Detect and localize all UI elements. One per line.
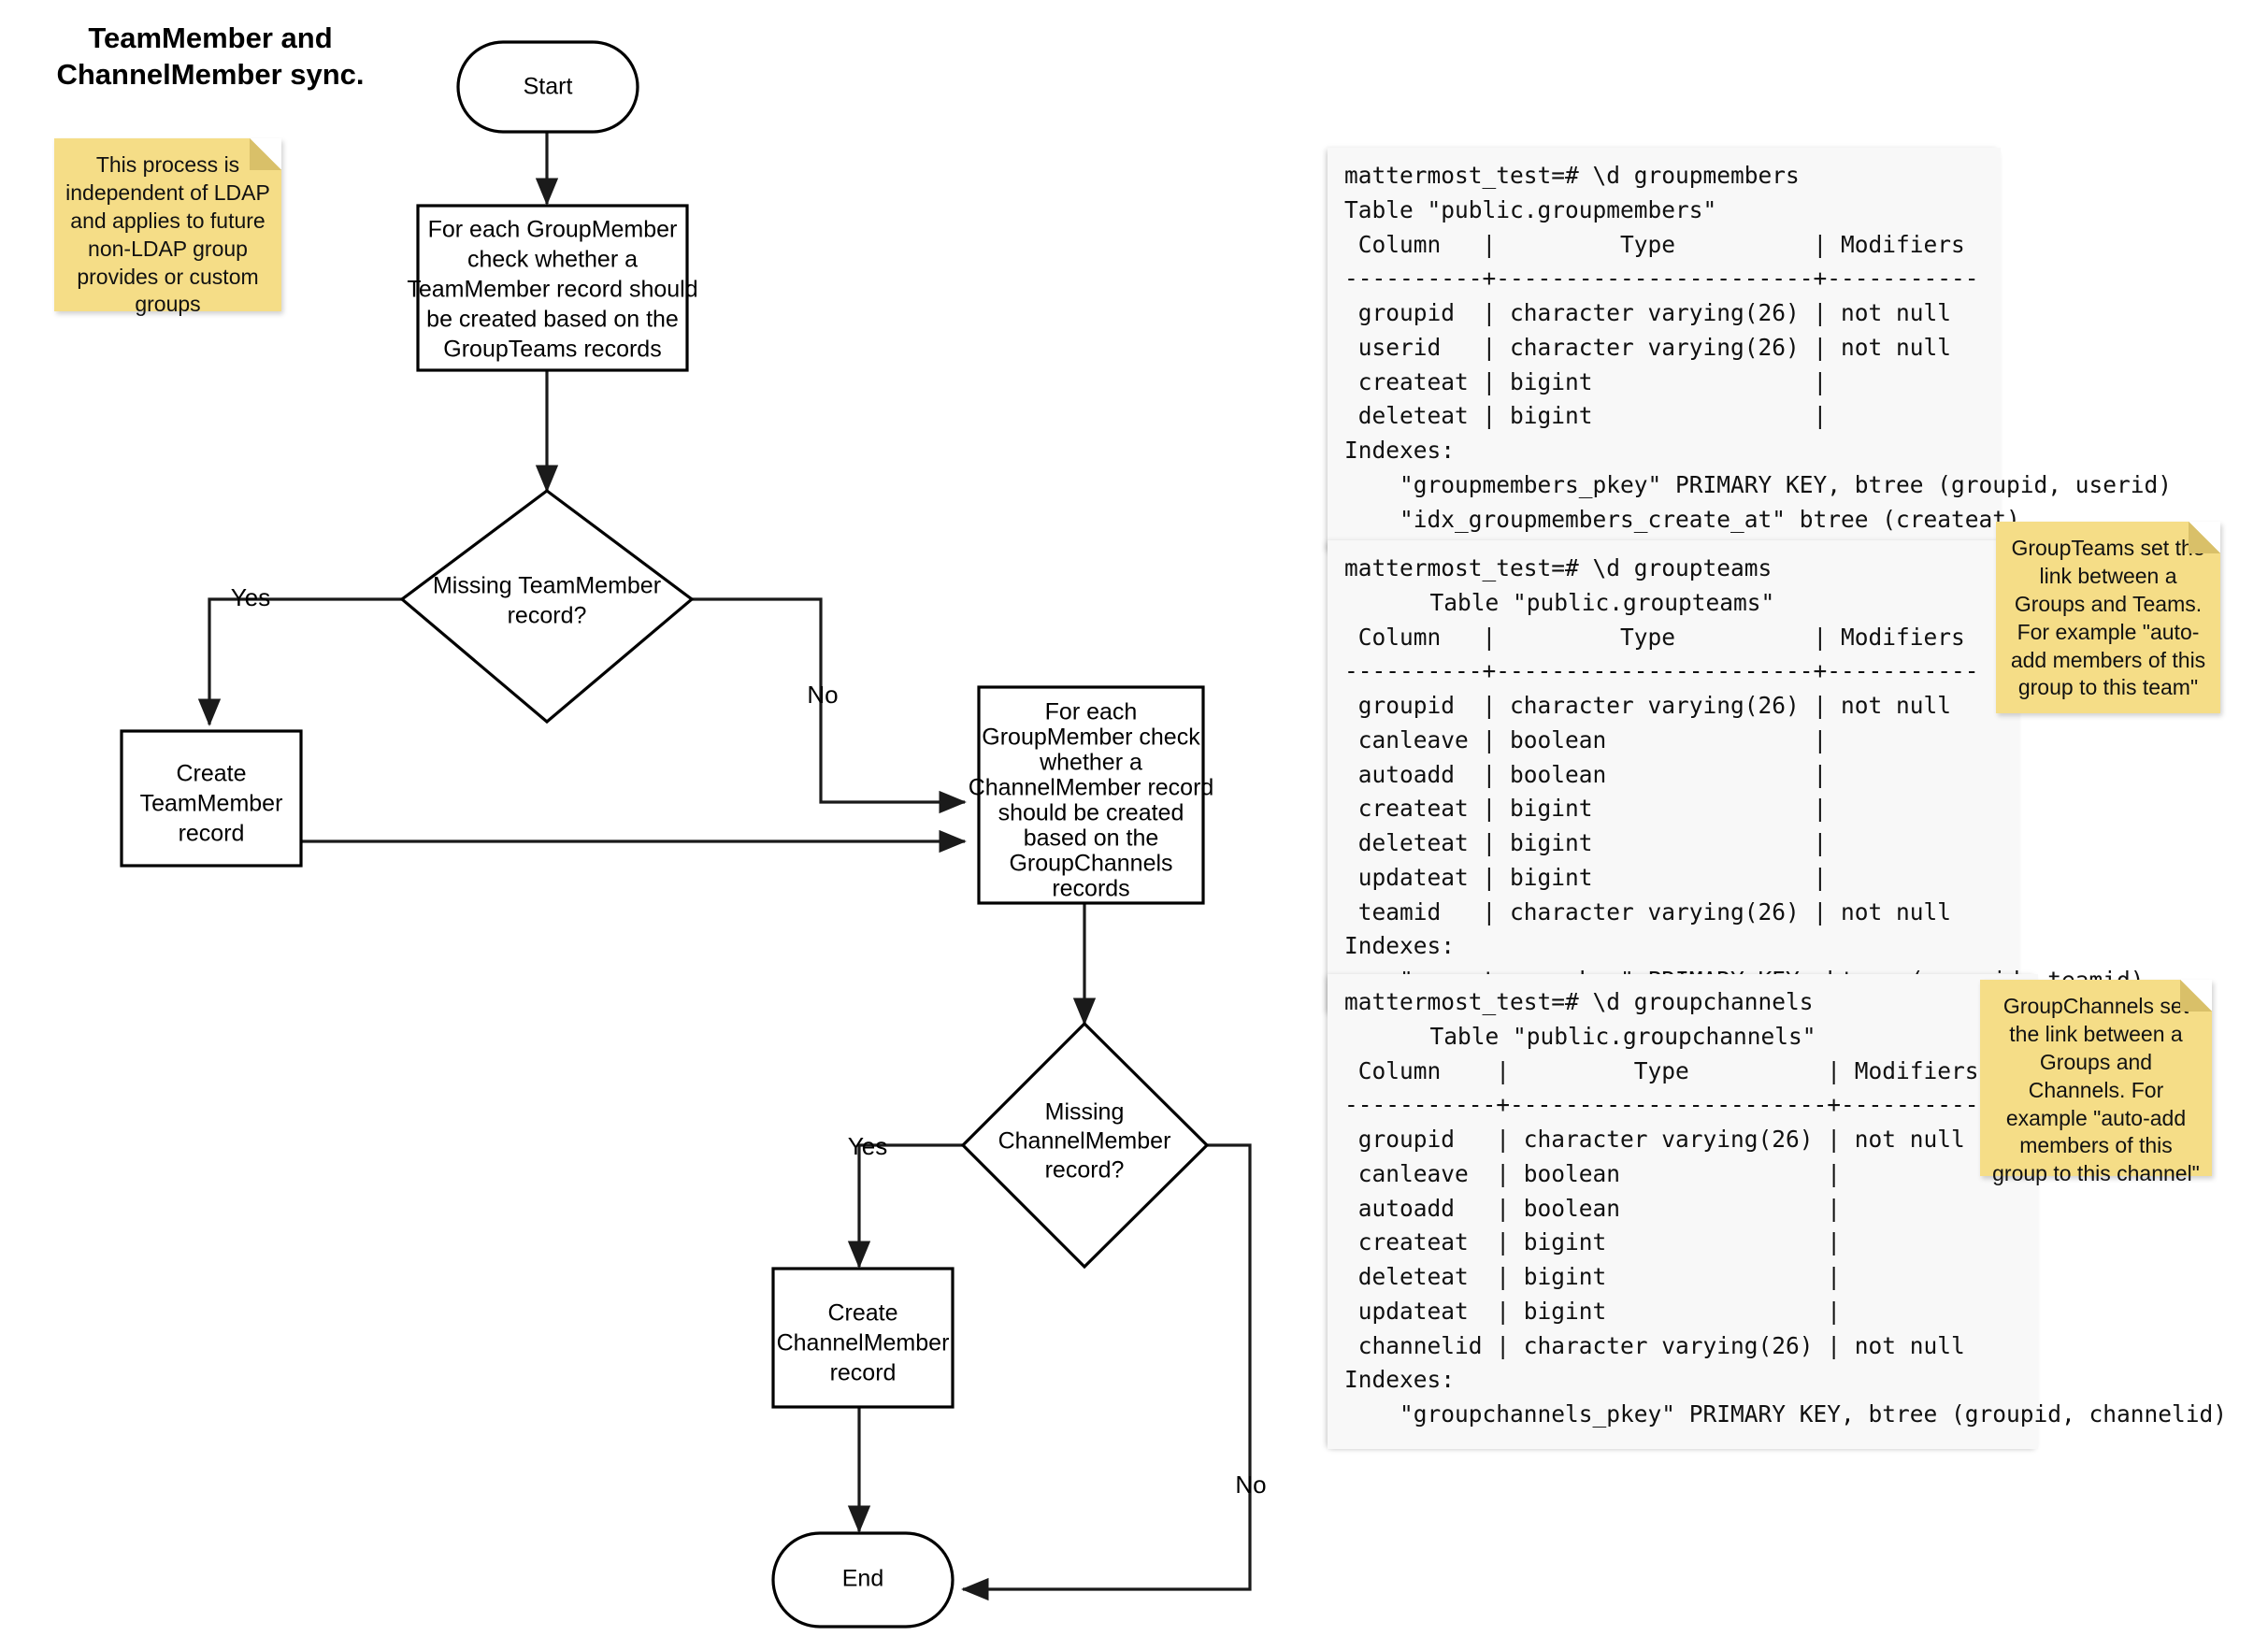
edge-decision1-no: [692, 597, 967, 814]
node-decision-channelmember-line-0: Missing: [1045, 1099, 1125, 1126]
node-process-channelmember[interactable]: [977, 685, 1205, 905]
terminal-rule-groupmembers: ----------+-----------------------+-----…: [1344, 265, 1979, 293]
edge-label-decision2-yes: Yes: [848, 1132, 887, 1160]
sticky-note-groupteams-text: GroupTeams set the link between a Groups…: [2010, 536, 2206, 700]
terminal-row: deleteat | bigint |: [1344, 829, 1828, 856]
diagram-title-line-1: TeamMember and: [88, 22, 333, 54]
terminal-row: channelid | character varying(26) | not …: [1344, 1331, 1965, 1359]
terminal-row: createat | bigint |: [1344, 1228, 1842, 1256]
terminal-row: updateat | bigint |: [1344, 863, 1828, 891]
terminal-prompt-groupmembers: mattermost_test=# \d groupmembers: [1344, 162, 1800, 189]
node-process-channelmember-line-6: GroupChannels: [1009, 851, 1172, 877]
node-process-teammember-line-2: TeamMember record should: [407, 277, 697, 303]
node-decision-teammember-line-1: record?: [508, 603, 587, 629]
diagram-title: TeamMember and ChannelMember sync.: [56, 21, 365, 93]
node-process-channelmember-line-5: based on the: [1024, 825, 1159, 852]
node-process-channelmember-line-1: GroupMember check: [982, 725, 1200, 751]
node-process-channelmember-line-4: should be created: [998, 800, 1184, 826]
edge-decision2-no: [961, 1143, 1252, 1601]
terminal-rule-groupteams: ----------+-----------------------+-----…: [1344, 657, 1979, 685]
terminal-caption-groupmembers: Table "public.groupmembers": [1344, 195, 1717, 223]
sticky-note-ldap-text: This process is independent of LDAP and …: [65, 152, 270, 317]
edge-label-decision2-no: No: [1235, 1471, 1266, 1499]
terminal-row: canleave | boolean |: [1344, 725, 1828, 753]
node-process-teammember-line-1: check whether a: [467, 247, 638, 273]
terminal-row: autoadd | boolean |: [1344, 760, 1828, 788]
terminal-row: updateat | bigint |: [1344, 1297, 1842, 1325]
terminal-header-groupteams: Column | Type | Modifiers: [1344, 623, 1979, 651]
terminal-block-groupmembers: mattermost_test=# \d groupmembers Table …: [1328, 148, 2172, 554]
edge-decision2-yes: [847, 1143, 963, 1269]
node-decision-channelmember-line-1: ChannelMember: [998, 1128, 1171, 1155]
flowchart: Start For each GroupMember check whether…: [120, 40, 1267, 1629]
edge-label-decision1-no: No: [807, 681, 838, 709]
terminal-row: userid | character varying(26) | not nul…: [1344, 333, 1952, 361]
terminal-row: groupid | character varying(26) | not nu…: [1344, 1126, 1965, 1153]
terminal-indexes-label-groupmembers: Indexes:: [1344, 437, 1456, 464]
edge-label-decision1-yes: Yes: [231, 583, 270, 611]
node-create-teammember[interactable]: [120, 729, 303, 868]
terminal-prompt-groupchannels: mattermost_test=# \d groupchannels: [1344, 988, 1814, 1015]
terminal-row: deleteat | bigint |: [1344, 1263, 1842, 1290]
terminal-index-row: "idx_groupmembers_create_at" btree (crea…: [1344, 505, 2020, 533]
node-decision-channelmember[interactable]: [960, 1021, 1210, 1270]
sticky-note-groupchannels-text: GroupChannels set the link between a Gro…: [1992, 994, 2200, 1186]
terminal-row: createat | bigint |: [1344, 367, 1828, 395]
node-create-channelmember-line-0: Create: [827, 1300, 897, 1327]
terminal-prompt-groupteams: mattermost_test=# \d groupteams: [1344, 554, 1773, 581]
terminal-indexes-label-groupchannels: Indexes:: [1344, 1366, 1456, 1394]
sticky-fold-icon: [2180, 980, 2212, 1012]
node-process-channelmember-line-2: whether a: [1039, 750, 1142, 776]
node-process-teammember[interactable]: [416, 204, 689, 372]
node-process-channelmember-line-3: ChannelMember record: [969, 775, 1214, 801]
node-decision-teammember[interactable]: [399, 489, 695, 725]
edge-decision1-yes: [197, 597, 402, 726]
node-process-teammember-line-0: For each GroupMember: [428, 217, 678, 243]
terminal-row: createat | bigint |: [1344, 795, 1828, 823]
node-end[interactable]: [771, 1531, 955, 1629]
terminal-row: groupid | character varying(26) | not nu…: [1344, 692, 1952, 719]
node-create-channelmember-line-1: ChannelMember: [777, 1330, 950, 1356]
node-create-teammember-line-1: TeamMember: [140, 791, 283, 817]
node-end-label: End: [842, 1566, 883, 1592]
terminal-row: teamid | character varying(26) | not nul…: [1344, 897, 1952, 926]
node-process-teammember-line-3: be created based on the: [426, 307, 679, 333]
sticky-note-groupteams: GroupTeams set the link between a Groups…: [1996, 522, 2220, 713]
node-process-channelmember-line-0: For each: [1045, 699, 1138, 725]
node-create-channelmember-line-2: record: [830, 1360, 897, 1386]
terminal-header-groupchannels: Column | Type | Modifiers: [1344, 1056, 1993, 1084]
terminal-row: deleteat | bigint |: [1344, 402, 1828, 430]
terminal-row: autoadd | boolean |: [1344, 1194, 1842, 1222]
sticky-fold-icon: [2189, 522, 2220, 553]
node-process-channelmember-line-7: records: [1052, 876, 1129, 902]
node-create-teammember-line-2: record: [179, 821, 245, 847]
node-start[interactable]: [456, 40, 639, 134]
terminal-index-row: "groupchannels_pkey" PRIMARY KEY, btree …: [1344, 1400, 2228, 1428]
node-decision-teammember-line-0: Missing TeamMember: [433, 573, 661, 599]
sticky-note-groupchannels: GroupChannels set the link between a Gro…: [1980, 980, 2212, 1185]
node-decision-channelmember-line-2: record?: [1045, 1157, 1125, 1184]
terminal-block-groupchannels: mattermost_test=# \d groupchannels Table…: [1328, 974, 2227, 1449]
terminal-caption-groupteams: Table "public.groupteams": [1429, 588, 1775, 616]
terminal-rule-groupchannels: -----------+-----------------------+----…: [1344, 1091, 1993, 1119]
terminal-row: groupid | character varying(26) | not nu…: [1344, 299, 1952, 326]
node-process-teammember-line-4: GroupTeams records: [443, 337, 661, 363]
sticky-fold-icon: [250, 138, 281, 170]
terminal-header-groupmembers: Column | Type | Modifiers: [1344, 230, 1979, 258]
node-create-teammember-line-0: Create: [176, 761, 246, 787]
terminal-block-groupteams: mattermost_test=# \d groupteams Table "p…: [1328, 540, 2145, 1015]
diagram-title-line-2: ChannelMember sync.: [56, 57, 365, 91]
terminal-index-row: "groupmembers_pkey" PRIMARY KEY, btree (…: [1344, 470, 2173, 498]
terminal-row: canleave | boolean |: [1344, 1159, 1842, 1187]
node-create-channelmember[interactable]: [771, 1267, 955, 1409]
terminal-indexes-label-groupteams: Indexes:: [1344, 932, 1456, 960]
sticky-note-ldap: This process is independent of LDAP and …: [54, 138, 281, 316]
node-start-label: Start: [524, 74, 573, 100]
terminal-caption-groupchannels: Table "public.groupchannels": [1429, 1022, 1816, 1050]
